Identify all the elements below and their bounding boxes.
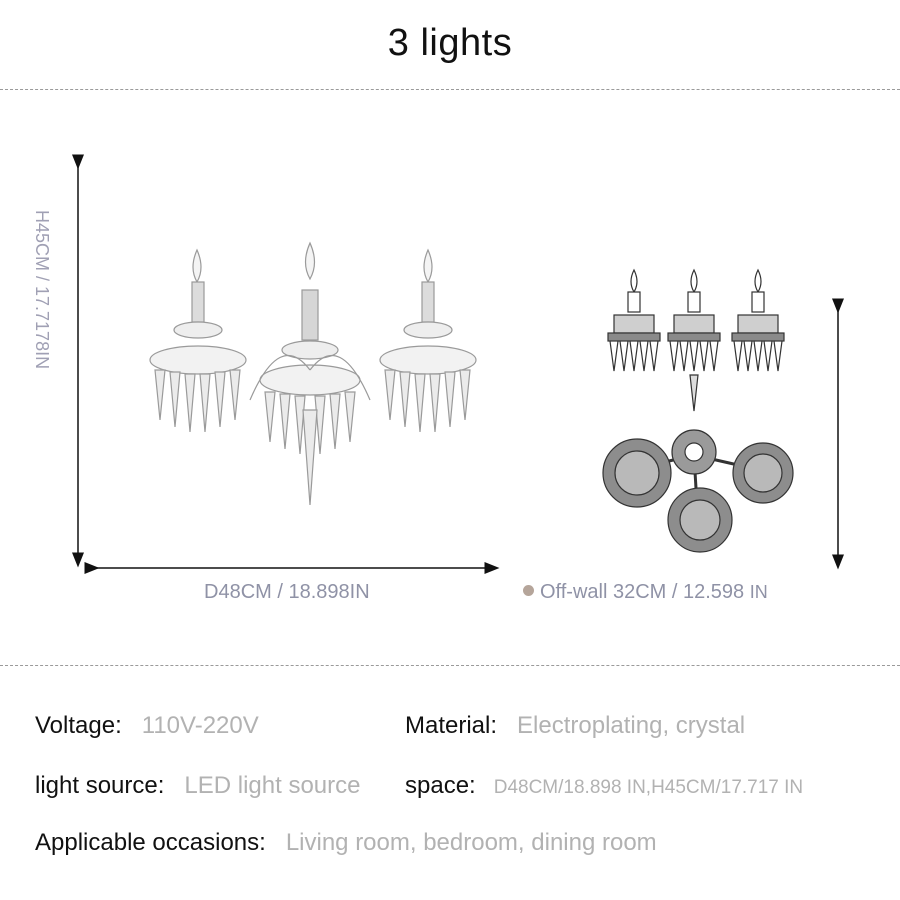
- offwall-text: Off-wall 32CM / 12.598: [540, 581, 745, 603]
- top-divider: [0, 89, 900, 90]
- spec-key: Voltage:: [35, 712, 122, 739]
- chandelier-photo: [149, 241, 477, 506]
- spec-voltage: Voltage: 110V-220V: [35, 712, 259, 740]
- spec-value: LED light source: [184, 772, 361, 799]
- offwall-unit: IN: [749, 582, 768, 602]
- spec-value: D48CM/18.898 IN,H45CM/17.717 IN: [493, 777, 804, 798]
- front-candle-right: [731, 268, 785, 372]
- height-dimension-label: H45CM / 17.7178IN: [32, 210, 52, 370]
- front-view-drawing: [607, 268, 785, 412]
- spec-value: 110V-220V: [141, 712, 259, 739]
- spec-occasions: Applicable occasions: Living room, bedroo…: [35, 829, 657, 857]
- spec-value: Electroplating, crystal: [517, 712, 746, 739]
- spec-light-source: light source: LED light source: [35, 772, 361, 800]
- front-candle-center: [667, 268, 721, 412]
- top-view-drawing: [602, 429, 794, 553]
- width-dimension-label: D48CM / 18.898IN: [204, 581, 370, 603]
- candle-right: [379, 248, 477, 375]
- spec-key: space:: [405, 772, 476, 799]
- spec-key: Applicable occasions:: [35, 829, 266, 856]
- front-candle-left: [607, 268, 661, 372]
- crystal-drops: [154, 369, 471, 506]
- spec-space: space: D48CM/18.898 IN,H45CM/17.717 IN: [405, 772, 803, 800]
- spec-key: Material:: [405, 712, 498, 739]
- page-title: 3 lights: [387, 22, 513, 64]
- spec-material: Material: Electroplating, crystal: [405, 712, 745, 740]
- spec-value: Living room, bedroom, dining room: [285, 829, 657, 856]
- bottom-divider: [0, 665, 900, 666]
- spec-key: light source:: [35, 772, 165, 799]
- candle-center: [259, 241, 361, 396]
- bullet-dot-icon: [523, 585, 534, 597]
- offwall-dimension-label: Off-wall 32CM / 12.598 IN: [523, 581, 768, 604]
- candle-left: [149, 248, 247, 375]
